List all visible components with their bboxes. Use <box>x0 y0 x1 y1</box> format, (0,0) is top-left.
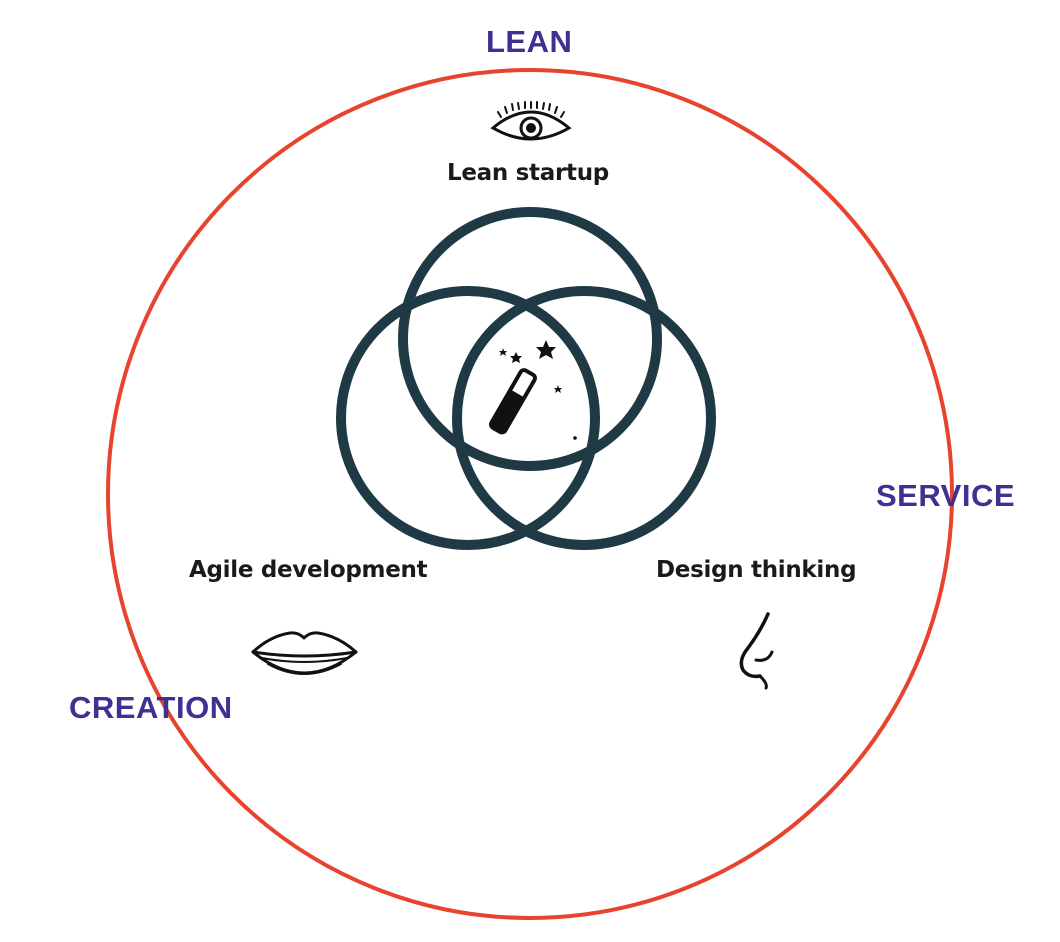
sparkle-dot <box>573 436 577 440</box>
star-small <box>510 352 522 363</box>
star-large <box>536 340 556 359</box>
nose-icon <box>739 612 774 690</box>
eye-icon <box>490 101 572 141</box>
star-tiny-2 <box>554 385 562 393</box>
venn-circle-design-thinking <box>452 286 716 550</box>
magic-wand-icon <box>489 340 577 440</box>
venn-diagram <box>336 207 716 550</box>
star-tiny-1 <box>499 348 507 356</box>
outer-label-lean: LEAN <box>486 24 573 59</box>
method-label-agile-development: Agile development <box>189 557 428 583</box>
outer-label-service: SERVICE <box>876 478 1016 513</box>
lips-icon <box>251 631 358 675</box>
venn-circle-lean-startup <box>398 207 662 471</box>
method-label-lean-startup: Lean startup <box>447 160 609 186</box>
method-label-design-thinking: Design thinking <box>656 557 857 583</box>
venn-circle-agile-development <box>336 286 600 550</box>
outer-ring <box>106 68 954 920</box>
outer-label-creation: CREATION <box>69 690 233 725</box>
